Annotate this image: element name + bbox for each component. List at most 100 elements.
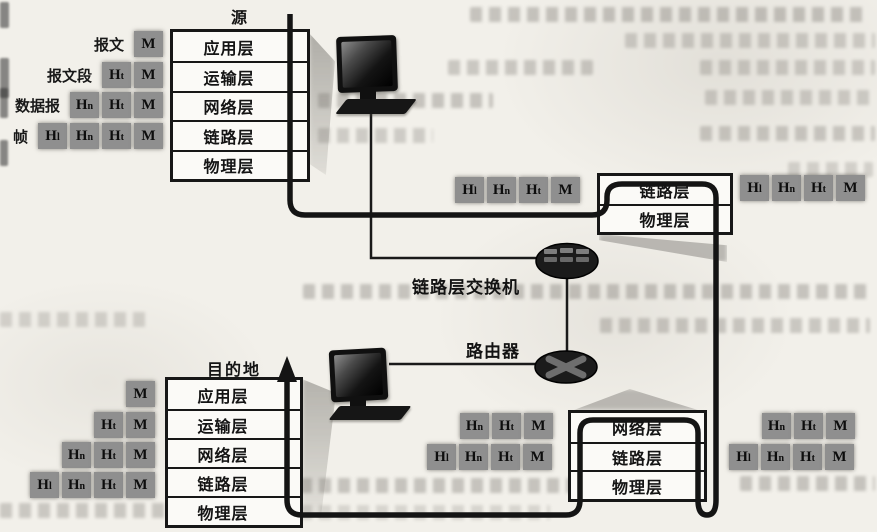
layer-physical: 物理层	[600, 204, 730, 232]
monitor-icon	[336, 34, 398, 94]
layer-application: 应用层	[203, 40, 255, 58]
router-protocol-stack: 网络层 链路层 物理层	[568, 410, 707, 502]
scan-shadow	[574, 389, 698, 410]
page-edge-smudge	[0, 140, 8, 166]
bleedthrough-smudge	[300, 505, 550, 520]
pdu-box: M	[826, 413, 855, 439]
pdu-box: M	[126, 472, 155, 498]
router-label: 路由器	[466, 342, 520, 361]
bleedthrough-smudge	[788, 162, 873, 177]
screen	[333, 352, 384, 398]
bleedthrough-smudge	[740, 476, 875, 491]
pdu-box: M	[134, 62, 163, 88]
legend-label: 报文段	[46, 67, 92, 85]
layer-link: 链路层	[168, 467, 300, 496]
destination-stair-row: M	[126, 381, 155, 407]
layer-network: 网络层	[611, 421, 663, 439]
layer-application: 应用层	[197, 388, 249, 406]
switch-protocol-stack: 链路层 物理层	[597, 173, 733, 235]
keyboard-icon	[335, 99, 417, 114]
scan-shadow	[309, 33, 335, 175]
page-edge-smudge	[0, 2, 9, 28]
bleedthrough-smudge	[0, 312, 150, 327]
pdu-box: M	[825, 444, 854, 470]
legend-label: 帧	[12, 128, 28, 146]
legend-row-message: 报文 M	[94, 31, 163, 57]
layer-link: 链路层	[639, 184, 691, 201]
page-edge-smudge	[0, 58, 9, 98]
page-edge-smudge	[0, 88, 8, 118]
layer-physical: 物理层	[168, 496, 300, 525]
destination-title: 目的地	[206, 362, 261, 379]
pdu-box: M	[126, 442, 155, 468]
screen	[341, 40, 393, 88]
switch-label: 链路层交换机	[412, 278, 520, 297]
pdu-box: M	[126, 381, 155, 407]
layer-network: 网络层	[168, 438, 300, 467]
layer-transport: 运输层	[173, 61, 307, 90]
layer-link: 链路层	[173, 120, 307, 149]
router-icon	[534, 350, 598, 384]
bleedthrough-smudge	[700, 126, 875, 141]
source-protocol-stack: 应用层 运输层 网络层 链路层 物理层	[170, 29, 310, 182]
monitor-icon	[328, 347, 389, 403]
bleedthrough-smudge	[700, 60, 875, 75]
layer-physical: 物理层	[571, 470, 704, 499]
legend-label: 报文	[93, 36, 124, 54]
keyboard-icon	[328, 406, 412, 420]
pdu-box: M	[134, 92, 163, 118]
pdu-box: M	[134, 123, 163, 149]
bleedthrough-smudge	[625, 33, 875, 48]
pdu-box: M	[551, 177, 580, 203]
monitor-stand	[360, 91, 376, 100]
bleedthrough-smudge	[600, 318, 870, 333]
switch-icon	[535, 242, 599, 280]
pdu-box: M	[836, 175, 865, 201]
pdu-box: M	[126, 412, 155, 438]
bleedthrough-smudge	[318, 128, 433, 143]
layer-physical: 物理层	[173, 149, 307, 179]
scan-shadow	[599, 234, 727, 262]
bleedthrough-smudge	[303, 284, 873, 299]
legend-label: 数据报	[14, 97, 60, 115]
bleedthrough-smudge	[448, 60, 593, 75]
